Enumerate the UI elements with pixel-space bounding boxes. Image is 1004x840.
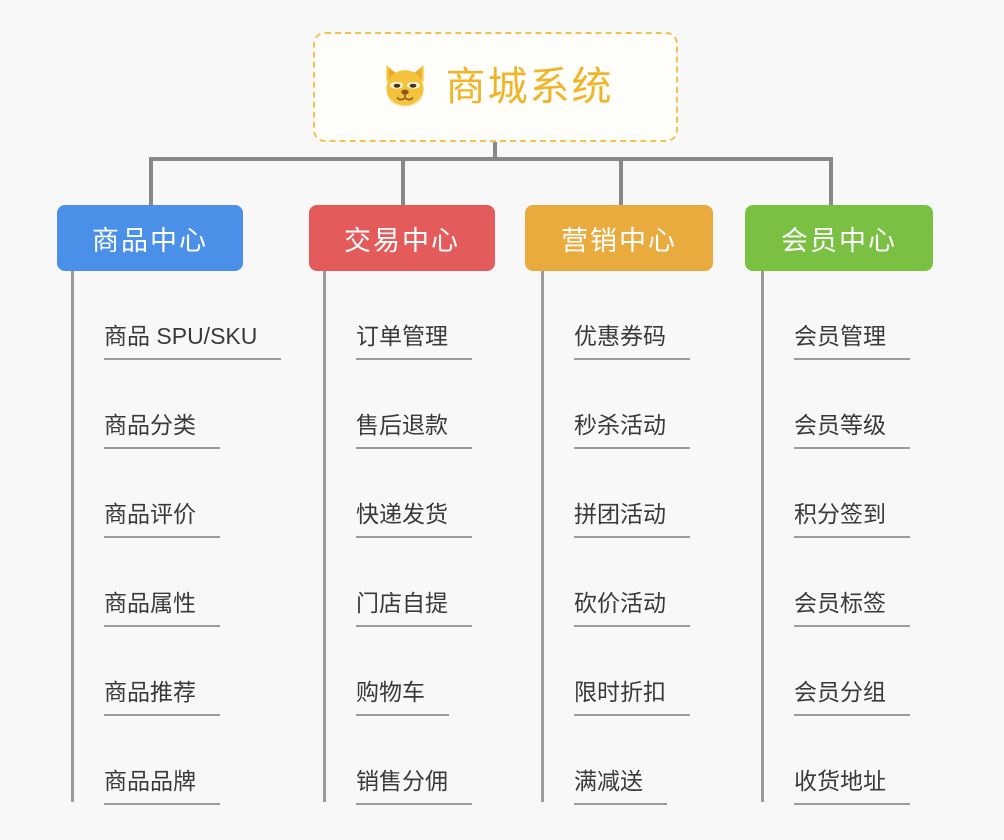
- leaf-item[interactable]: 拼团活动: [544, 449, 690, 538]
- root-title: 商城系统: [445, 65, 614, 109]
- leaf-item[interactable]: 会员分组: [764, 627, 910, 716]
- leaf-item-label: 满减送: [574, 770, 667, 805]
- leaf-item[interactable]: 订单管理: [326, 271, 472, 360]
- leaf-item[interactable]: 快递发货: [326, 449, 472, 538]
- leaf-item[interactable]: 优惠券码: [544, 271, 690, 360]
- connector-horizontal-bar: [149, 157, 833, 161]
- leaf-item-label: 快递发货: [356, 503, 472, 538]
- leaf-item[interactable]: 秒杀活动: [544, 360, 690, 449]
- leaf-item[interactable]: 砍价活动: [544, 538, 690, 627]
- leaf-item[interactable]: 商品分类: [74, 360, 220, 449]
- branch-label: 商品中心: [92, 225, 208, 256]
- leaf-item[interactable]: 商品品牌: [74, 716, 220, 805]
- branch-box-trade-center[interactable]: 交易中心: [309, 205, 495, 271]
- leaf-item[interactable]: 商品属性: [74, 538, 220, 627]
- leaf-item[interactable]: 商品评价: [74, 449, 220, 538]
- branch-box-product-center[interactable]: 商品中心: [57, 205, 243, 271]
- root-node[interactable]: 商城系统: [313, 32, 678, 142]
- leaf-item-label: 会员标签: [794, 592, 910, 627]
- leaf-item-label: 商品分类: [104, 414, 220, 449]
- leaf-spine: [541, 271, 544, 802]
- shiba-dog-face-icon: [378, 60, 432, 114]
- branch-label: 交易中心: [344, 225, 460, 256]
- leaf-item[interactable]: 购物车: [326, 627, 449, 716]
- branch-label: 会员中心: [781, 225, 897, 256]
- connector-drop-1: [149, 157, 153, 205]
- branch-box-marketing-center[interactable]: 营销中心: [525, 205, 713, 271]
- branch-box-member-center[interactable]: 会员中心: [745, 205, 933, 271]
- leaf-item[interactable]: 商品推荐: [74, 627, 220, 716]
- leaf-spine: [71, 271, 74, 802]
- connector-drop-2: [401, 157, 405, 205]
- leaf-item-label: 销售分佣: [356, 770, 472, 805]
- leaf-item[interactable]: 会员管理: [764, 271, 910, 360]
- leaf-item-label: 商品推荐: [104, 681, 220, 716]
- leaf-item-label: 购物车: [356, 681, 449, 716]
- leaf-item[interactable]: 积分签到: [764, 449, 910, 538]
- leaf-item-label: 拼团活动: [574, 503, 690, 538]
- leaf-item[interactable]: 满减送: [544, 716, 667, 805]
- leaf-item[interactable]: 门店自提: [326, 538, 472, 627]
- leaf-item-label: 砍价活动: [574, 592, 690, 627]
- leaf-item-label: 商品评价: [104, 503, 220, 538]
- leaf-spine: [761, 271, 764, 802]
- leaf-item[interactable]: 售后退款: [326, 360, 472, 449]
- leaf-item-label: 商品属性: [104, 592, 220, 627]
- connector-drop-4: [829, 157, 833, 205]
- leaf-item[interactable]: 会员等级: [764, 360, 910, 449]
- leaf-item-label: 商品品牌: [104, 770, 220, 805]
- leaf-spine: [323, 271, 326, 802]
- branch-label: 营销中心: [561, 225, 677, 256]
- leaf-item-label: 积分签到: [794, 503, 910, 538]
- leaf-item[interactable]: 收货地址: [764, 716, 910, 805]
- leaf-item-label: 会员分组: [794, 681, 910, 716]
- leaf-item[interactable]: 限时折扣: [544, 627, 690, 716]
- leaf-item-label: 秒杀活动: [574, 414, 690, 449]
- leaf-item[interactable]: 销售分佣: [326, 716, 472, 805]
- connector-root-stem: [493, 142, 497, 160]
- leaf-item-label: 门店自提: [356, 592, 472, 627]
- leaf-item[interactable]: 商品 SPU/SKU: [74, 271, 282, 360]
- leaf-item-label: 售后退款: [356, 414, 472, 449]
- leaf-item-label: 限时折扣: [574, 681, 690, 716]
- leaf-item-label: 商品 SPU/SKU: [104, 325, 282, 360]
- connector-drop-3: [619, 157, 623, 205]
- leaf-item-label: 会员等级: [794, 414, 910, 449]
- leaf-item-label: 优惠券码: [574, 325, 690, 360]
- leaf-item[interactable]: 会员标签: [764, 538, 910, 627]
- leaf-item-label: 会员管理: [794, 325, 910, 360]
- leaf-item-label: 订单管理: [356, 325, 472, 360]
- leaf-item-label: 收货地址: [794, 770, 910, 805]
